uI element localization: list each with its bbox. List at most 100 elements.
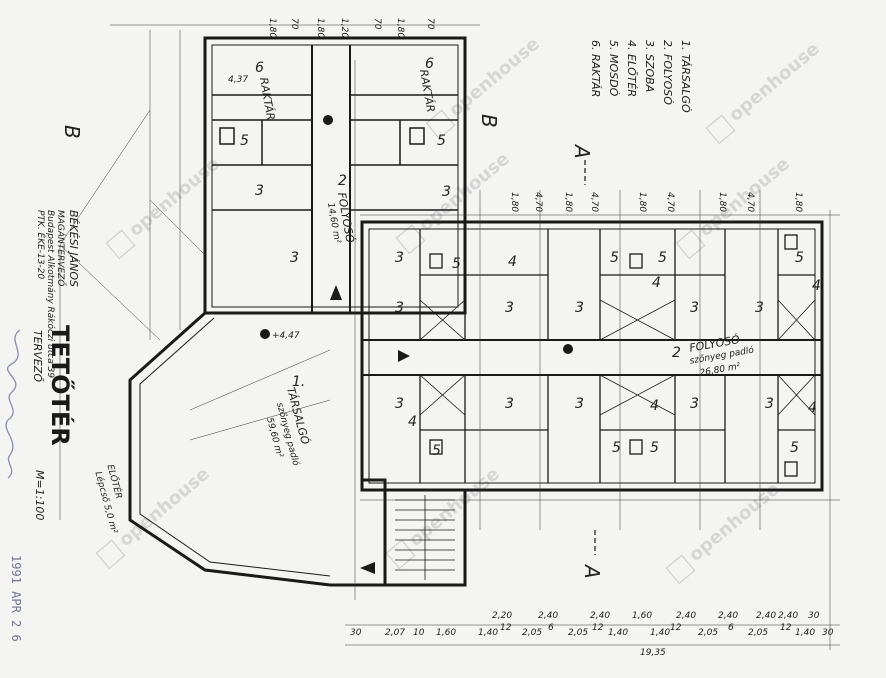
svg-text:6: 6 [548,623,554,633]
svg-text:2,07: 2,07 [385,628,405,638]
wc-number: 5 [790,440,799,456]
room-number: 3 [395,396,404,412]
room-number: 3 [255,183,264,199]
svg-text:10: 10 [413,628,425,638]
signature [5,329,21,479]
room-number: 3 [690,396,699,412]
svg-text:2,40: 2,40 [676,611,696,621]
storage2-number: 6 [425,56,434,72]
svg-text:2,05: 2,05 [568,628,588,638]
wc-number: 5 [240,133,249,149]
hall-number: 4 [652,275,661,291]
room-number: 3 [765,396,774,412]
svg-text:4,70: 4,70 [533,192,543,212]
svg-text:2,40: 2,40 [718,611,738,621]
svg-text:1,60: 1,60 [632,611,652,621]
section-marks: A A B B [60,114,604,579]
room-number: 3 [290,250,299,266]
legend: 1. TÁRSALGÓ 2. FOLYOSÓ 3. SZOBA 4. ELŐTÉ… [589,40,692,113]
designer-title: MAGÁNTERVEZŐ [55,210,67,286]
svg-text:12: 12 [670,623,682,633]
drawing-scale: M=1:100 [33,470,46,520]
wing-rooms [419,229,816,483]
walls [128,36,824,587]
level-markers [260,115,573,354]
corridor-number: 2 [672,345,681,361]
svg-text:1,80: 1,80 [509,192,519,212]
svg-text:1,80: 1,80 [637,192,647,212]
room-number: 3 [395,300,404,316]
designer-id: PTK. ÉKE-13-20 [35,210,47,279]
room-number: 3 [690,300,699,316]
legend-item: 6. RAKTÁR [589,40,602,97]
grid-lines [59,24,840,650]
svg-text:2,40: 2,40 [590,611,610,621]
section-b-right: B [477,114,501,128]
svg-text:1,60: 1,60 [436,628,456,638]
room-number: 3 [505,300,514,316]
svg-text:1,20: 1,20 [339,18,349,38]
svg-text:2,40: 2,40 [538,611,558,621]
svg-text:6: 6 [728,623,734,633]
section-a-top: A [570,143,594,159]
svg-text:70: 70 [289,18,299,30]
svg-text:1,80: 1,80 [793,192,803,212]
vcorridor-number: 2 [338,173,347,189]
room-number: 3 [395,250,404,266]
storage-area: 4,37 [228,75,248,85]
room-number: 3 [575,300,584,316]
legend-item: 5. MOSDÓ [607,40,620,97]
section-a-bottom: A [580,563,604,579]
legend-item: 1. TÁRSALGÓ [679,40,692,113]
wc-number: 5 [432,443,441,459]
svg-text:2,40: 2,40 [778,611,798,621]
svg-text:1,40: 1,40 [478,628,498,638]
drawing-title: TETŐTÉR [46,325,76,446]
room-number: 3 [442,184,451,200]
svg-text:2,05: 2,05 [698,628,718,638]
dimensions-corridor: 1,80 4,70 1,80 4,70 1,80 4,70 1,80 4,70 … [509,192,803,212]
room-number: 3 [755,300,764,316]
title-block: TETŐTÉR M=1:100 TERVEZŐ BÉKÉSI JÁNOS MAG… [31,210,80,520]
level-label: +4,47 [272,331,300,341]
designer-role: TERVEZŐ [31,330,45,382]
svg-text:1,80: 1,80 [315,18,325,38]
hall-number: 4 [808,400,817,416]
svg-text:2,20: 2,20 [492,611,512,621]
designer-name: BÉKÉSI JÁNOS [67,210,80,287]
date-stamp: 1991 APR 2 6 [9,555,23,642]
hall-number: 4 [408,414,417,430]
svg-text:30: 30 [350,628,362,638]
svg-text:1,80: 1,80 [267,18,277,38]
svg-text:12: 12 [592,623,604,633]
hall-number: 4 [650,398,659,414]
upper-block-rooms [212,94,458,211]
dimensions-bottom-2: 30 2,07 10 1,60 1,40 12 2,05 6 2,05 12 1… [350,623,834,638]
designer-address: Budapest Alkotmány Rákóczi utca 39 [45,210,56,378]
wc-number: 5 [452,256,461,272]
svg-text:1,80: 1,80 [717,192,727,212]
wc-number: 5 [658,250,667,266]
svg-text:12: 12 [500,623,512,633]
svg-text:70: 70 [372,18,382,30]
legend-item: 3. SZOBA [643,40,656,92]
svg-text:2,40: 2,40 [756,611,776,621]
hall-number: 4 [812,278,821,294]
wc-number: 5 [795,250,804,266]
svg-text:12: 12 [780,623,792,633]
svg-text:4,70: 4,70 [745,192,755,212]
direction-arrows [330,285,410,574]
svg-text:1,40: 1,40 [650,628,670,638]
wc-number: 5 [610,250,619,266]
svg-text:2,05: 2,05 [748,628,768,638]
section-b-left: B [60,125,84,139]
social-room-number: 1. [292,374,305,390]
dimensions-top: 1,80 70 1,80 1,20 70 1,80 70 [267,18,435,38]
legend-item: 4. ELŐTÉR [625,40,639,97]
wc-number: 5 [437,133,446,149]
svg-text:1,40: 1,40 [608,628,628,638]
svg-text:2,05: 2,05 [522,628,542,638]
storage-number: 6 [255,60,264,76]
wc-number: 5 [612,440,621,456]
